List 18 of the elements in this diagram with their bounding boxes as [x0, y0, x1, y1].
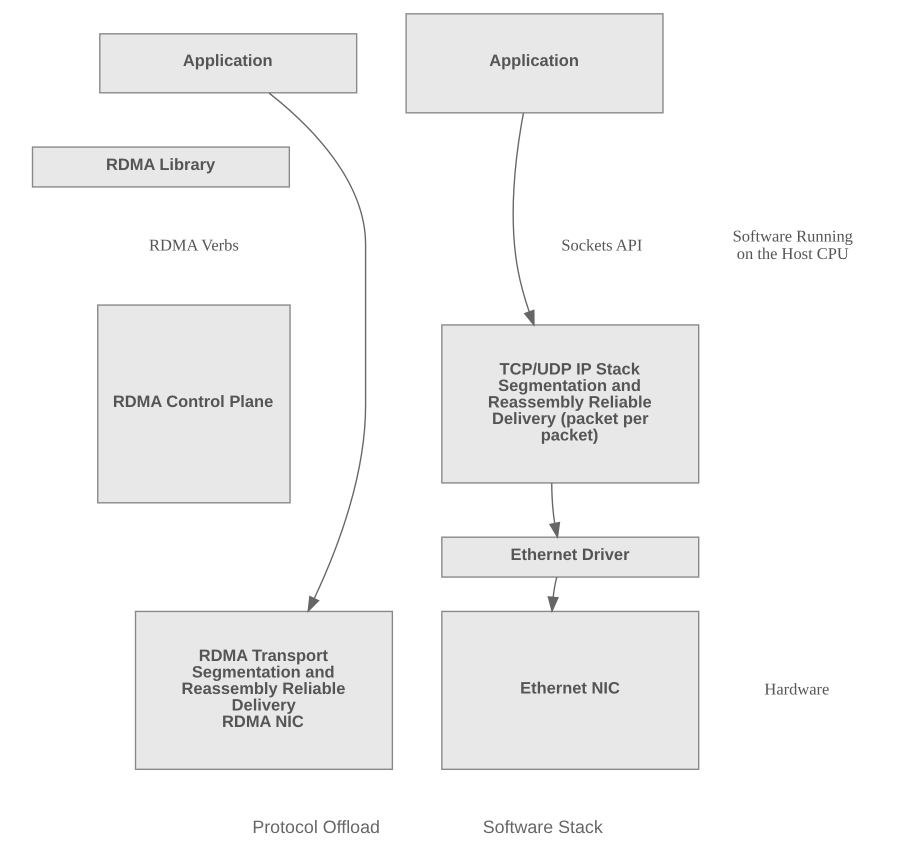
node-box: Application — [405, 13, 664, 114]
label: Protocol Offload — [252, 817, 380, 838]
node-box: Ethernet Driver — [441, 536, 700, 578]
node-box: RDMA Library — [32, 146, 290, 188]
arrow — [548, 483, 560, 539]
node-box: TCP/UDP IP Stack Segmentation and Reassembly Reliable Delivery (packet per packet) — [441, 324, 700, 484]
label: RDMA Verbs — [148, 235, 239, 254]
node-box: Application — [99, 33, 358, 94]
label: Software Running on the Host CPU — [732, 226, 853, 264]
arrow — [268, 92, 366, 613]
arrow — [547, 577, 559, 614]
arrow — [512, 112, 535, 327]
node-box: RDMA Transport Segmentation and Reassembly Reliable Delivery RDMA NIC — [134, 610, 394, 770]
node-box: RDMA Control Plane — [97, 304, 291, 504]
label: Hardware — [764, 680, 830, 699]
label: Software Stack — [482, 817, 603, 838]
node-box: Ethernet NIC — [441, 610, 700, 770]
label: Sockets API — [561, 235, 642, 254]
